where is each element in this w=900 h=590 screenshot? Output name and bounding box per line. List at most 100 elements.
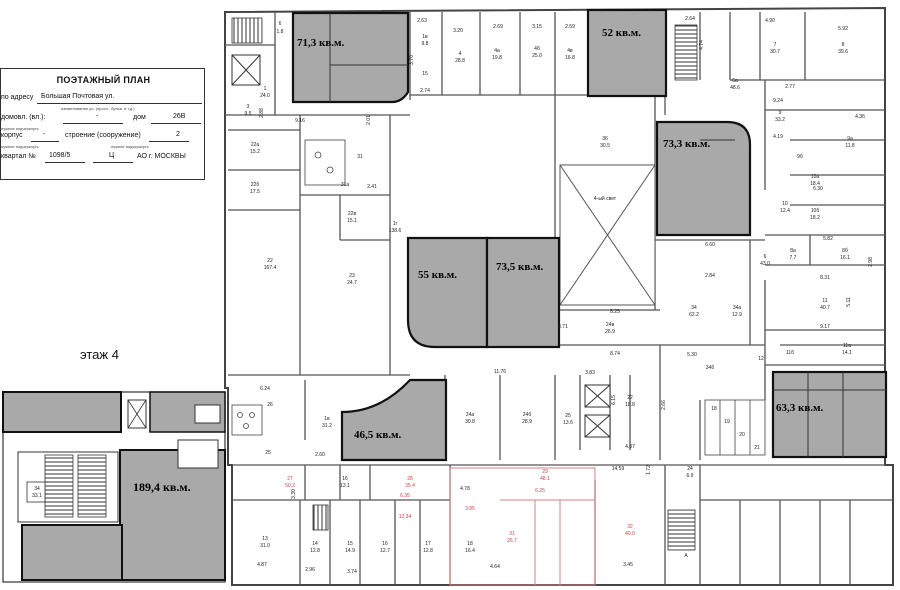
area-label-189-4: 189,4 кв.м. [133,480,191,494]
svg-text:19: 19 [724,419,730,425]
hint-needed-3: нужное подчеркнуть [111,144,149,149]
kvartal-value: 1098/5 [49,152,71,159]
hint-needed-2: нужное подчеркнуть [1,144,39,149]
svg-text:9.8: 9.8 [422,41,429,47]
room-46-5[interactable] [340,378,448,462]
svg-text:4.78: 4.78 [460,486,470,492]
svg-text:6.30: 6.30 [813,186,823,192]
svg-text:2.66: 2.66 [661,400,667,410]
svg-text:26.7: 26.7 [507,538,517,544]
svg-text:24.7: 24.7 [347,280,357,286]
dom-label: дом [133,114,146,121]
elevators [231,54,611,438]
svg-text:6.35: 6.35 [400,493,410,499]
svg-text:22: 22 [267,258,273,264]
svg-text:4а: 4а [494,48,500,54]
svg-text:9.5: 9.5 [245,111,252,117]
building-outline [224,6,894,586]
room-73-5[interactable] [485,236,561,349]
korpus-underline [31,141,59,142]
svg-text:А: А [684,553,688,559]
svg-text:1: 1 [264,86,267,92]
svg-text:2.63: 2.63 [417,18,427,24]
svg-text:22в: 22в [348,211,357,217]
address-label: по адресу [1,94,34,101]
room-63-3[interactable] [771,370,888,459]
svg-text:8а: 8а [790,248,796,254]
svg-text:12.4: 12.4 [780,208,790,214]
room-labels: 6 1.8 2.63 1в 9.8 3.70 3.20 4 28.8 2.69 … [32,16,874,575]
room-71-3[interactable] [291,11,410,104]
svg-text:3.85: 3.85 [465,506,475,512]
svg-text:3: 3 [247,104,250,110]
svg-text:18: 18 [711,406,717,412]
svg-text:16.4: 16.4 [465,548,475,554]
svg-text:2.60: 2.60 [315,452,325,458]
svg-text:7: 7 [774,42,777,48]
svg-text:14.1: 14.1 [842,350,852,356]
highlighted-rooms [291,8,888,462]
svg-text:10б: 10б [811,208,820,214]
svg-text:6: 6 [279,21,282,27]
svg-text:6а: 6а [732,78,738,84]
svg-text:32: 32 [627,524,633,530]
svg-text:20: 20 [739,432,745,438]
area-label-46-5: 46,5 кв.м. [354,429,402,441]
hint-needed: нужное подчеркнуть [1,126,39,131]
room-73-3[interactable] [655,120,752,237]
svg-text:6.9: 6.9 [687,473,694,479]
svg-text:4б: 4б [534,46,540,52]
svg-text:4.64: 4.64 [490,564,500,570]
svg-text:8.25: 8.25 [610,309,620,315]
svg-text:18: 18 [467,541,473,547]
svg-text:3.71: 3.71 [558,324,568,330]
stairwells [231,17,698,551]
house-label: домовл. (вл.): [1,114,46,121]
svg-text:13: 13 [262,536,268,542]
svg-text:6.15: 6.15 [611,395,617,405]
svg-text:33.1: 33.1 [32,493,42,499]
svg-text:26.9: 26.9 [605,329,615,335]
area-label-63-3: 63,3 кв.м. [776,402,824,414]
svg-text:5.92: 5.92 [838,26,848,32]
svg-text:18.8: 18.8 [625,402,635,408]
svg-text:12.7: 12.7 [380,548,390,554]
svg-text:50.2: 50.2 [285,483,295,489]
svg-text:1г: 1г [393,221,398,227]
svg-text:3.83: 3.83 [585,370,595,376]
svg-text:40.0: 40.0 [625,531,635,537]
svg-text:2.01: 2.01 [366,115,372,125]
svg-text:31а: 31а [341,182,350,188]
room-55[interactable] [406,236,489,349]
okrug-value: Ц [109,152,115,159]
svg-text:62.2: 62.2 [689,312,699,318]
svg-text:7.7: 7.7 [790,255,797,261]
svg-text:8б: 8б [842,248,848,254]
svg-text:2.96: 2.96 [305,567,315,573]
svg-text:4.36: 4.36 [855,114,865,120]
svg-text:9а: 9а [847,136,853,142]
svg-text:30.8: 30.8 [465,419,475,425]
svg-text:6: 6 [764,254,767,260]
svg-text:34б: 34б [706,365,715,371]
room-52[interactable] [586,8,668,98]
svg-text:24а: 24а [466,412,475,418]
svg-text:6.60: 6.60 [705,242,715,248]
svg-text:4в: 4в [567,48,573,54]
svg-text:8.74: 8.74 [610,351,620,357]
svg-text:23: 23 [349,273,355,279]
svg-text:4.19: 4.19 [773,134,783,140]
svg-text:11а: 11а [843,343,851,349]
svg-text:2.84: 2.84 [705,273,715,279]
svg-text:34: 34 [691,305,697,311]
kvartal-label: квартал № [1,153,36,160]
svg-text:11б: 11б [786,350,794,356]
svg-text:22: 22 [627,395,633,401]
svg-text:15.1: 15.1 [347,218,357,224]
svg-text:35.4: 35.4 [405,483,415,489]
svg-text:1в: 1в [324,416,330,422]
left-wing [2,391,226,583]
svg-text:1.72: 1.72 [646,465,652,475]
svg-text:167.4: 167.4 [264,265,277,271]
